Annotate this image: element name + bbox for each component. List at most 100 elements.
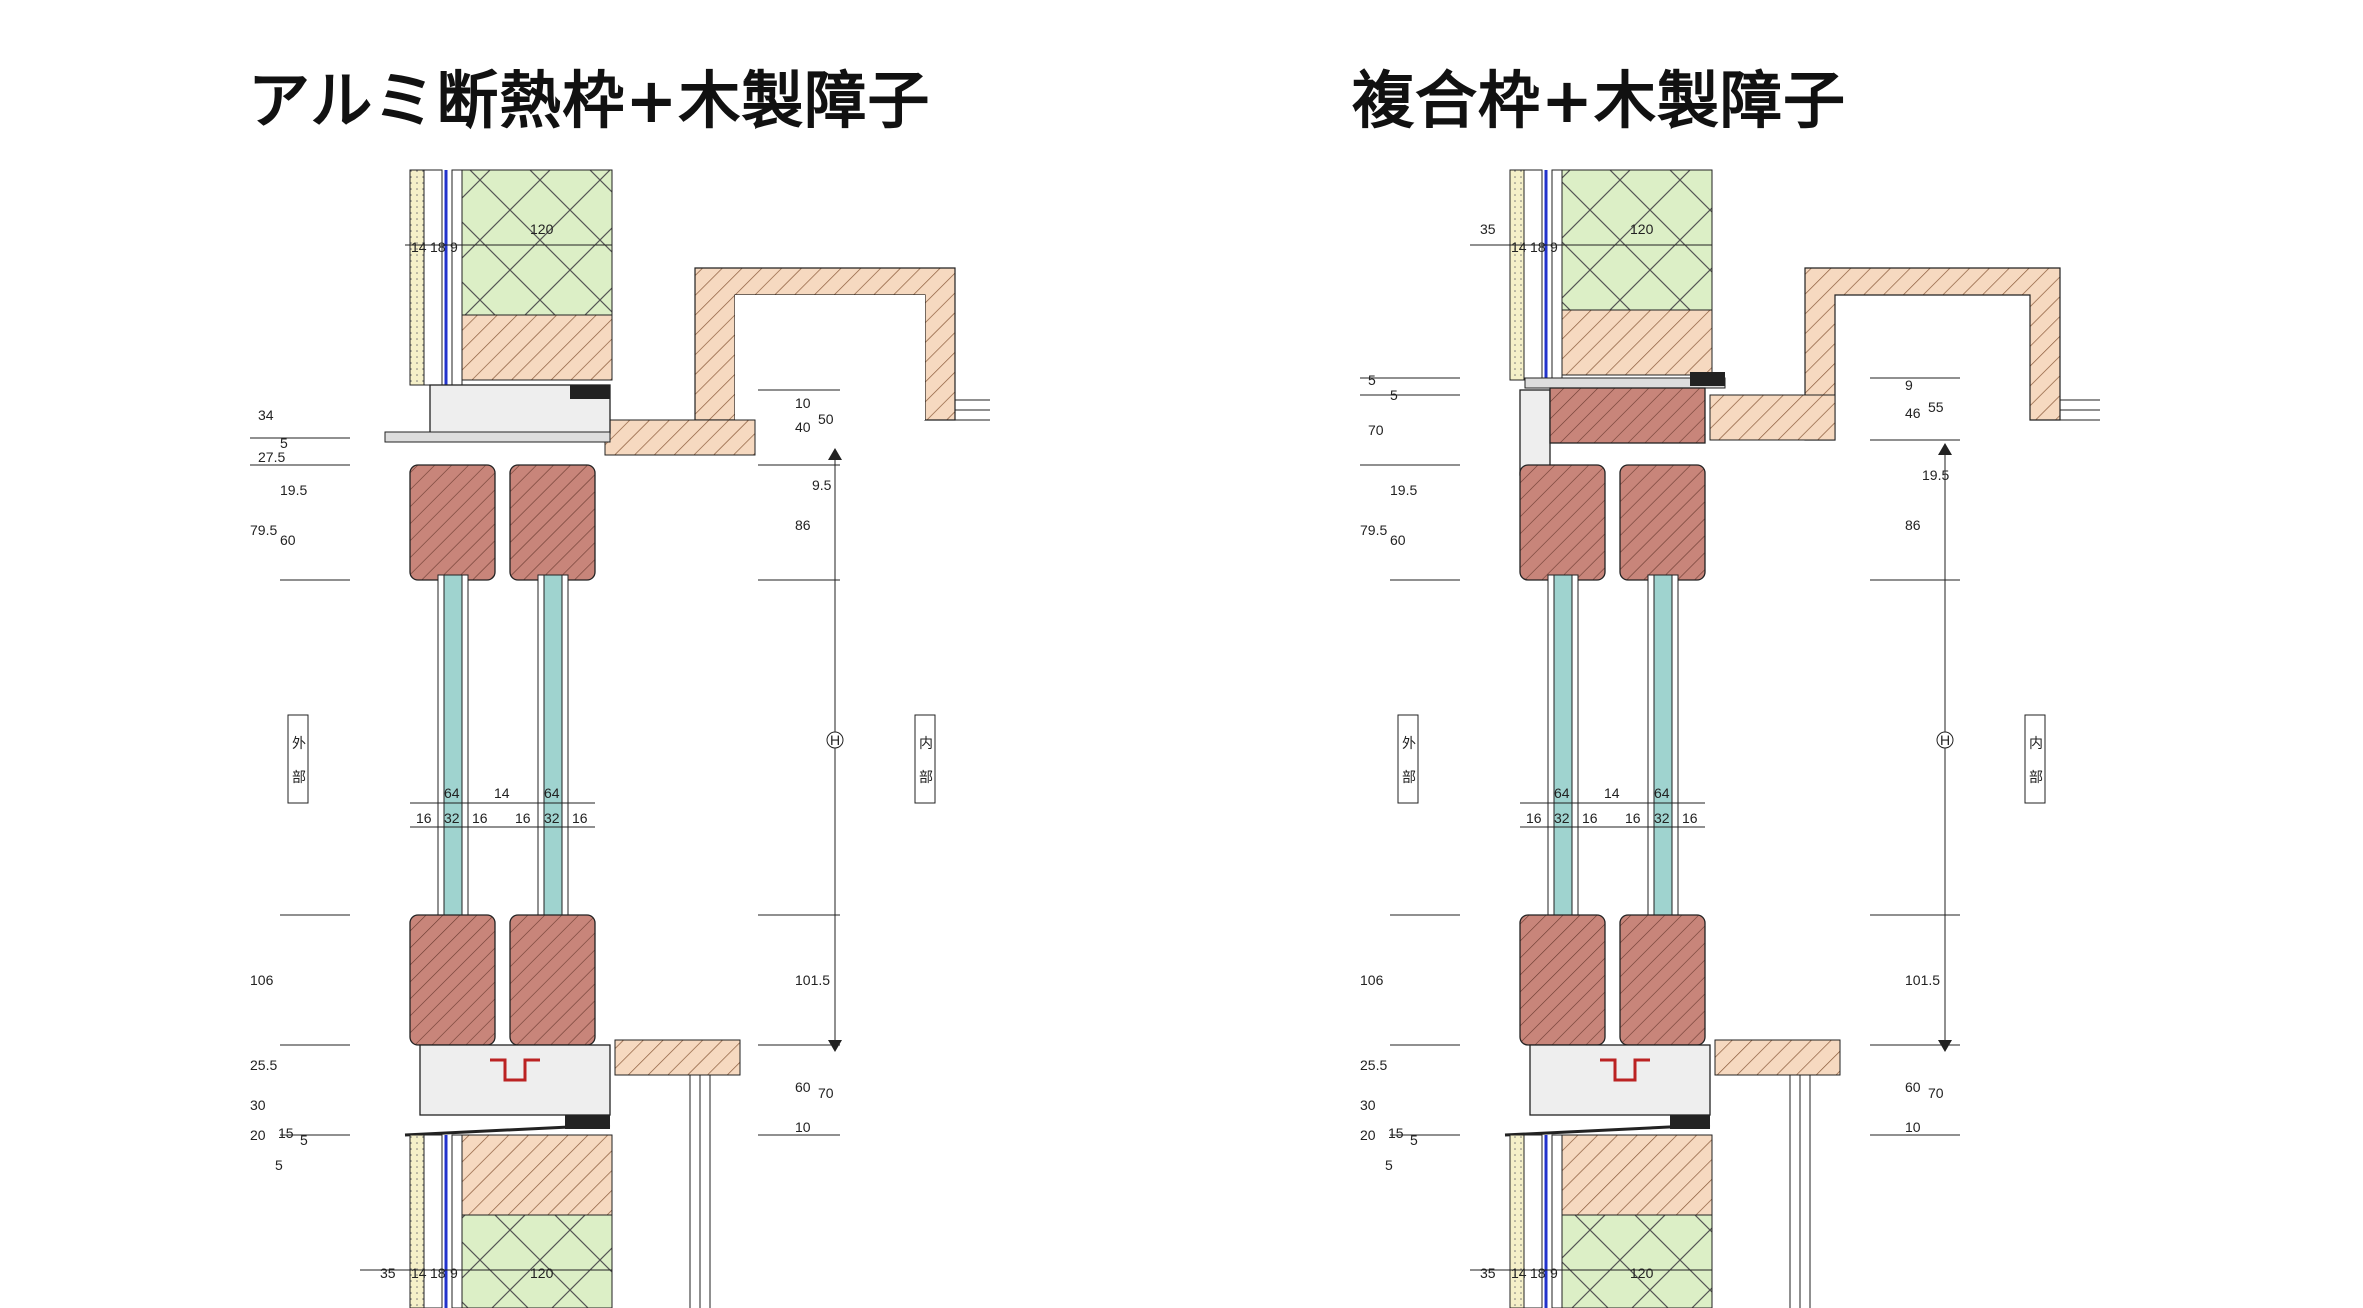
label-exterior: 部: [292, 770, 306, 786]
dim-label: 16: [1625, 810, 1641, 826]
dim-label: 86: [1905, 517, 1921, 533]
dim-label: 50: [818, 411, 834, 427]
label-exterior: 部: [1402, 770, 1416, 786]
dim-label: 16: [1682, 810, 1698, 826]
dim-label: 16: [416, 810, 432, 826]
height-mark: H: [1940, 732, 1950, 748]
dim-label: 5: [280, 435, 288, 451]
dim-label: 60: [795, 1079, 811, 1095]
dim-label: 86: [795, 517, 811, 533]
dim-label: 25.5: [250, 1057, 277, 1073]
dim-label: 19.5: [1922, 467, 1949, 483]
dim-label: 120: [530, 1265, 554, 1281]
drawing-right: [1360, 169, 2100, 1308]
dim-label: 18: [1530, 239, 1546, 255]
dim-label: 64: [544, 785, 560, 801]
dim-label: 5: [1410, 1132, 1418, 1148]
dim-label: 25.5: [1360, 1057, 1387, 1073]
dim-label: 16: [1526, 810, 1542, 826]
dim-label: 70: [1368, 422, 1384, 438]
height-mark: H: [830, 732, 840, 748]
dim-label: 55: [1928, 399, 1944, 415]
dim-label: 18: [1530, 1265, 1546, 1281]
right-bottom-dims: 35 14 18 9 120: [1480, 1265, 1654, 1281]
left-glass-dims: 64 14 64 16 32 16 16 32 16: [410, 785, 595, 828]
dim-label: 20: [250, 1127, 266, 1143]
dim-label: 27.5: [258, 449, 285, 465]
dim-label: 14: [1511, 1265, 1527, 1281]
dim-label: 79.5: [250, 522, 277, 538]
dim-label: 101.5: [1905, 972, 1940, 988]
dim-label: 30: [1360, 1097, 1376, 1113]
dim-label: 9: [1905, 377, 1913, 393]
dim-label: 32: [444, 810, 460, 826]
dim-label: 64: [444, 785, 460, 801]
dim-label: 32: [544, 810, 560, 826]
dim-label: 70: [818, 1085, 834, 1101]
dim-label: 106: [250, 972, 274, 988]
right-top-dims: 35 14 18 9 120: [1480, 221, 1654, 255]
left-bottom-dims: 35 14 18 9 120: [380, 1265, 554, 1281]
dim-label: 32: [1654, 810, 1670, 826]
dim-label: 9.5: [812, 477, 832, 493]
dim-label: 19.5: [1390, 482, 1417, 498]
dim-label: 16: [515, 810, 531, 826]
dim-label: 20: [1360, 1127, 1376, 1143]
dim-label: 9: [1550, 239, 1558, 255]
dim-label: 18: [430, 1265, 446, 1281]
dim-label: 14: [411, 1265, 427, 1281]
dim-label: 60: [280, 532, 296, 548]
dim-label: 15: [278, 1125, 294, 1141]
dim-label: 5: [1390, 387, 1398, 403]
dim-label: 32: [1554, 810, 1570, 826]
dim-label: 35: [1480, 221, 1496, 237]
dim-label: 19.5: [280, 482, 307, 498]
dim-label: 16: [472, 810, 488, 826]
dim-label: 16: [572, 810, 588, 826]
dim-label: 64: [1654, 785, 1670, 801]
label-interior: 部: [919, 770, 933, 786]
dim-label: 14: [1604, 785, 1620, 801]
drawing-left: [250, 169, 990, 1308]
label-interior: 内: [919, 736, 933, 752]
dim-label: 9: [450, 239, 458, 255]
dim-label: 10: [1905, 1119, 1921, 1135]
dim-label: 5: [1368, 372, 1376, 388]
dim-label: 120: [1630, 221, 1654, 237]
left-top-dims: 14 18 9 120: [411, 221, 554, 255]
label-exterior: 外: [1402, 736, 1416, 752]
dim-label: 120: [530, 221, 554, 237]
label-interior: 部: [2029, 770, 2043, 786]
label-interior: 内: [2029, 736, 2043, 752]
right-right-dims: 9 46 55 19.5 86 101.5 60 70 10: [1905, 377, 1949, 1135]
dim-label: 9: [450, 1265, 458, 1281]
dim-label: 30: [250, 1097, 266, 1113]
dim-label: 14: [1511, 239, 1527, 255]
dim-label: 70: [1928, 1085, 1944, 1101]
dim-label: 40: [795, 419, 811, 435]
dim-label: 15: [1388, 1125, 1404, 1141]
dim-label: 35: [380, 1265, 396, 1281]
dim-label: 60: [1390, 532, 1406, 548]
dim-label: 64: [1554, 785, 1570, 801]
left-side-labels: 外 部 内 部 H: [292, 731, 933, 786]
dim-label: 9: [1550, 1265, 1558, 1281]
dim-label: 5: [275, 1157, 283, 1173]
title-right: 複合枠+木製障子: [1352, 64, 1846, 137]
dim-label: 34: [258, 407, 274, 423]
dim-label: 18: [430, 239, 446, 255]
label-exterior: 外: [292, 736, 306, 752]
right-glass-dims: 64 14 64 16 32 16 16 32 16: [1520, 785, 1705, 828]
dim-label: 5: [1385, 1157, 1393, 1173]
dim-label: 10: [795, 1119, 811, 1135]
dim-label: 106: [1360, 972, 1384, 988]
right-side-dims: 5 5 70 19.5 79.5 60 106 25.5 30 20 15 5 …: [1360, 372, 1418, 1173]
dim-label: 14: [411, 239, 427, 255]
dim-label: 35: [1480, 1265, 1496, 1281]
dim-label: 16: [1582, 810, 1598, 826]
left-side-dims: 34 27.5 5 19.5 79.5 60 106 25.5 30 20 15…: [250, 407, 308, 1173]
dim-label: 10: [795, 395, 811, 411]
right-side-labels: 外 部 内 部 H: [1402, 731, 2043, 786]
dim-label: 79.5: [1360, 522, 1387, 538]
